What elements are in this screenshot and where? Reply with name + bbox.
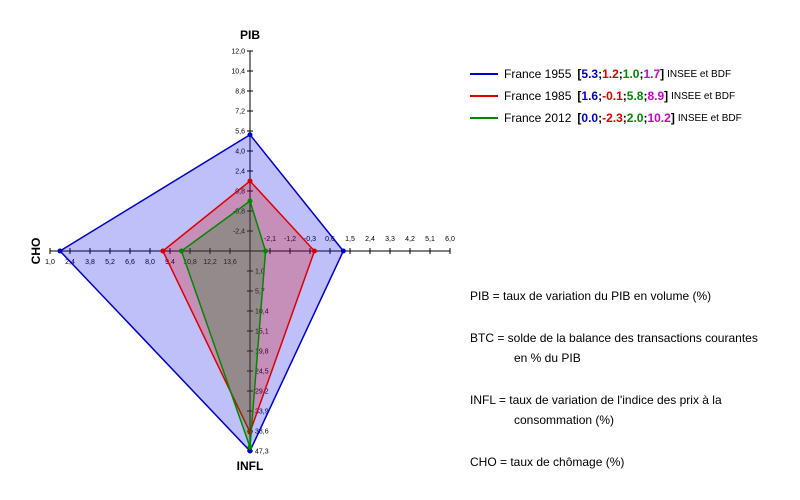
definition-pib: PIB = taux de variation du PIB en volume…	[470, 289, 712, 303]
legend-value-cho: 1.7	[643, 67, 661, 81]
tick-label-cho: 5,2	[105, 259, 115, 266]
legend-value-pib: 1.6	[581, 89, 599, 103]
tick-label-btc: -2,1	[264, 236, 276, 243]
legend-source: INSEE et BDF	[671, 90, 736, 102]
series-point-1-1	[311, 248, 317, 254]
legend-value-infl: 5.8	[626, 89, 644, 103]
tick-label-infl: 5,7	[255, 289, 265, 296]
tick-label-btc: 3,3	[385, 236, 395, 243]
tick-label-infl: 33,9	[255, 409, 269, 416]
legend-swatch-2012	[470, 117, 498, 119]
tick-label-cho: 6,6	[125, 259, 135, 266]
tick-label-btc: 4,2	[405, 236, 415, 243]
legend-value-btc: -2.3	[602, 111, 623, 125]
tick-label-cho: 8,0	[145, 259, 155, 266]
axis-definitions: PIB = taux de variation du PIB en volume…	[470, 286, 795, 494]
tick-label-infl: 38,6	[255, 429, 269, 436]
tick-label-pib: 10,4	[231, 69, 245, 76]
legend-value-pib: 0.0	[581, 111, 599, 125]
legend-value-btc: -0.1	[602, 89, 623, 103]
tick-label-pib: -0,8	[233, 209, 245, 216]
tick-label-pib: 4,0	[235, 149, 245, 156]
legend-source: INSEE et BDF	[677, 112, 742, 124]
legend: France 1955 [ 5.3 ; 1.2 ; 1.0 ; 1.7 ] IN…	[470, 63, 742, 129]
tick-label-pib: 8,8	[235, 89, 245, 96]
tick-label-btc: 0,6	[325, 236, 335, 243]
tick-label-cho: 10,8	[183, 259, 197, 266]
tick-label-pib: 2,4	[235, 169, 245, 176]
legend-item-1985: France 1985 [ 1.6 ; -0.1 ; 5.8 ; 8.9 ] I…	[470, 85, 742, 107]
series-point-0-2	[247, 448, 253, 454]
series-point-0-3	[57, 248, 63, 254]
series-point-2-2	[247, 444, 253, 450]
tick-label-infl: 29,2	[255, 389, 269, 396]
legend-swatch-1985	[470, 95, 498, 97]
legend-item-1955: France 1955 [ 5.3 ; 1.2 ; 1.0 ; 1.7 ] IN…	[470, 63, 742, 85]
series-point-0-0	[247, 132, 253, 138]
legend-value-cho: 8.9	[647, 89, 665, 103]
tick-label-btc: 1,5	[345, 236, 355, 243]
legend-source: INSEE et BDF	[667, 68, 732, 80]
definition-infl-line2: consommation (%)	[514, 413, 615, 427]
tick-label-pib: 5,6	[235, 129, 245, 136]
tick-label-infl: 19,8	[255, 349, 269, 356]
tick-label-cho: 1,0	[45, 259, 55, 266]
definition-btc-line1: BTC = solde de la balance des transactio…	[470, 331, 758, 345]
legend-value-infl: 2.0	[626, 111, 644, 125]
tick-label-pib: 12,0	[231, 49, 245, 56]
definition-cho: CHO = taux de chômage (%)	[470, 455, 625, 469]
tick-label-cho: 13,6	[223, 259, 237, 266]
definition-btc: BTC = solde de la balance des transactio…	[470, 328, 795, 368]
legend-label-1955: France 1955	[504, 67, 572, 81]
series-point-2-3	[178, 248, 184, 254]
tick-label-cho: 3,8	[85, 259, 95, 266]
axis-title-cho: CHO	[29, 238, 43, 265]
tick-label-infl: 47,3	[255, 449, 269, 456]
tick-label-btc: 6,0	[445, 236, 455, 243]
tick-label-pib: 0,8	[235, 189, 245, 196]
legend-value-cho: 10.2	[647, 111, 671, 125]
legend-label-1985: France 1985	[504, 89, 572, 103]
series-point-2-1	[263, 248, 269, 254]
definition-infl: INFL = taux de variation de l'indice des…	[470, 390, 795, 430]
tick-label-btc: 5,1	[425, 236, 435, 243]
series-point-1-0	[247, 178, 253, 184]
axis-title-infl: INFL	[237, 459, 264, 473]
legend-value-infl: 1.0	[622, 67, 640, 81]
legend-label-2012: France 2012	[504, 111, 572, 125]
legend-swatch-1955	[470, 73, 498, 75]
definition-btc-line2: en % du PIB	[514, 351, 581, 365]
legend-value-btc: 1.2	[602, 67, 619, 81]
tick-label-infl: 1,0	[255, 269, 265, 276]
tick-label-infl: 24,5	[255, 369, 269, 376]
tick-label-btc: -0,3	[304, 236, 316, 243]
tick-label-infl: 10,4	[255, 309, 269, 316]
series-point-0-1	[340, 248, 346, 254]
series-point-2-0	[247, 198, 253, 204]
tick-label-cho: 9,4	[165, 259, 175, 266]
axis-title-btc: BTC	[459, 239, 460, 264]
series-point-1-3	[160, 248, 166, 254]
tick-label-cho: 12,2	[203, 259, 217, 266]
tick-label-btc: -1,2	[284, 236, 296, 243]
radar-chart: 12,0 10,4 8,8 7,2 5,6 4,0 2,4 0,8 -0,8 -2,4 PIB -2,…	[29, 28, 460, 473]
tick-label-infl: 15,1	[255, 329, 269, 336]
legend-value-pib: 5.3	[581, 67, 599, 81]
definition-infl-line1: INFL = taux de variation de l'indice des…	[470, 393, 722, 407]
tick-label-pib: 7,2	[235, 109, 245, 116]
tick-label-pib: -2,4	[233, 229, 245, 236]
tick-label-btc: 2,4	[365, 236, 375, 243]
axis-title-pib: PIB	[240, 28, 260, 42]
legend-item-2012: France 2012 [ 0.0 ; -2.3 ; 2.0 ; 10.2 ] …	[470, 107, 742, 129]
